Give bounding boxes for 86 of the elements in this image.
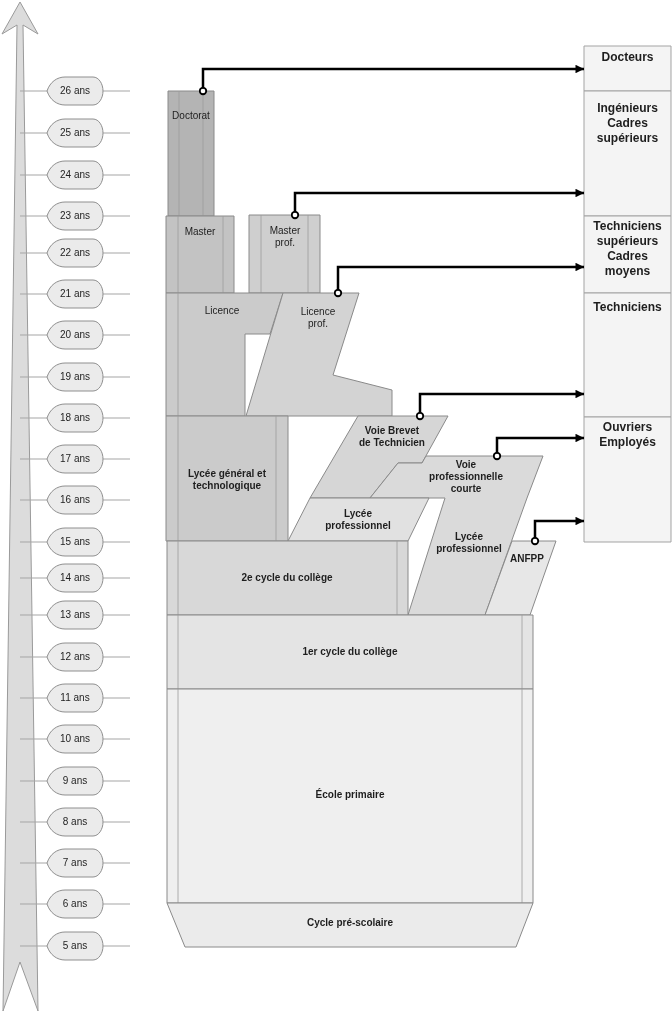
- outcome-label: Ouvriers Employés: [598, 420, 657, 450]
- age-label: 8 ans: [62, 816, 88, 828]
- outcome-box: [584, 216, 671, 293]
- stage-label: Licence: [204, 305, 240, 317]
- connector-arrow: [333, 262, 584, 298]
- age-label: 21 ans: [60, 288, 90, 300]
- stage-label: Voie Brevet de Technicien: [358, 425, 426, 449]
- age-label: 11 ans: [60, 692, 90, 704]
- connector-arrow: [415, 389, 584, 421]
- age-tag: [47, 601, 103, 629]
- outcome-label: Techniciens supérieurs Cadres moyens: [592, 219, 663, 279]
- age-label: 9 ans: [62, 775, 88, 787]
- connector-arrow: [530, 516, 584, 546]
- stage-label: Lycée professionnel: [435, 531, 503, 555]
- stage-label: 1er cycle du collège: [302, 646, 398, 658]
- connector-arrow: [492, 433, 584, 461]
- outcome-label: Docteurs: [601, 50, 654, 65]
- age-label: 13 ans: [60, 609, 90, 621]
- age-label: 15 ans: [60, 536, 90, 548]
- stage-label: Licence prof.: [299, 306, 337, 330]
- stage-label: Lycée général et technologique: [187, 468, 267, 492]
- age-label: 19 ans: [60, 371, 90, 383]
- age-tag: [47, 363, 103, 391]
- stage-block: [167, 689, 533, 903]
- stage-block: [249, 215, 320, 293]
- age-label: 14 ans: [60, 572, 90, 584]
- outcome-box: [584, 293, 671, 417]
- stage-block: [166, 416, 288, 541]
- age-label: 6 ans: [62, 898, 88, 910]
- stage-label: Master: [184, 226, 216, 238]
- stage-label: 2e cycle du collège: [241, 572, 333, 584]
- age-label: 20 ans: [60, 329, 90, 341]
- age-tag: [47, 849, 103, 877]
- outcome-box: [584, 46, 671, 91]
- age-tag: [47, 528, 103, 556]
- age-tag: [47, 767, 103, 795]
- stage-block: [167, 615, 533, 689]
- age-label: 10 ans: [60, 733, 90, 745]
- stage-label: Master prof.: [268, 225, 302, 249]
- age-tag: [47, 445, 103, 473]
- age-tag: [47, 321, 103, 349]
- stage-block: [167, 541, 408, 615]
- age-label: 16 ans: [60, 494, 90, 506]
- stage-block: [166, 293, 283, 416]
- age-tag: [47, 890, 103, 918]
- age-label: 5 ans: [62, 940, 88, 952]
- age-tag: [47, 280, 103, 308]
- stage-label: École primaire: [315, 789, 385, 801]
- age-label: 25 ans: [60, 127, 90, 139]
- stage-block: [246, 293, 392, 416]
- age-tag: [47, 119, 103, 147]
- age-label: 7 ans: [62, 857, 88, 869]
- stage-label: Voie professionnelle courte: [428, 459, 504, 495]
- age-label: 22 ans: [60, 247, 90, 259]
- age-tag: [47, 684, 103, 712]
- age-label: 24 ans: [60, 169, 90, 181]
- connector-arrow: [290, 188, 584, 220]
- stage-label: Doctorat: [172, 110, 210, 122]
- outcome-box: [584, 417, 671, 542]
- connector-arrow: [198, 64, 584, 96]
- outcome-box: [584, 91, 671, 216]
- age-tag: [47, 77, 103, 105]
- stage-block: [166, 216, 234, 293]
- stage-label: Cycle pré-scolaire: [306, 917, 394, 929]
- age-tag: [47, 932, 103, 960]
- age-tag: [47, 564, 103, 592]
- age-tag: [47, 202, 103, 230]
- age-tag: [47, 808, 103, 836]
- stage-label: ANFPP: [510, 553, 544, 565]
- age-tag: [47, 161, 103, 189]
- age-label: 12 ans: [60, 651, 90, 663]
- outcome-label: Techniciens: [593, 300, 662, 315]
- age-label: 18 ans: [60, 412, 90, 424]
- outcome-label: Ingénieurs Cadres supérieurs: [595, 101, 660, 146]
- age-label: 17 ans: [60, 453, 90, 465]
- stage-label: Lycée professionnel: [324, 508, 392, 532]
- age-tag: [47, 486, 103, 514]
- age-label: 23 ans: [60, 210, 90, 222]
- age-tag: [47, 239, 103, 267]
- age-tag: [47, 643, 103, 671]
- age-label: 26 ans: [60, 85, 90, 97]
- stage-block: [370, 456, 543, 498]
- stage-block: [168, 91, 214, 216]
- age-tag: [47, 725, 103, 753]
- age-tag: [47, 404, 103, 432]
- stage-block: [167, 903, 533, 947]
